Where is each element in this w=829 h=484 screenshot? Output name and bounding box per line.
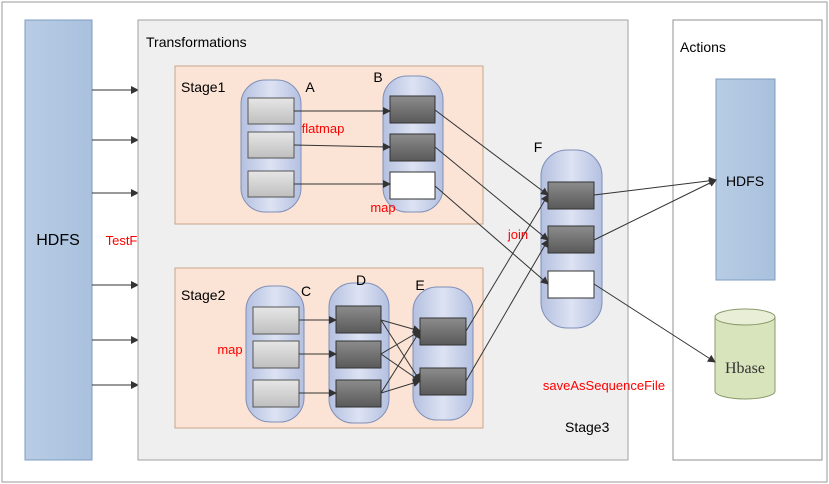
rdd-f-partition-3 — [547, 270, 595, 299]
rdd-b-partition-1 — [389, 95, 436, 124]
rdd-a-label: A — [305, 79, 315, 95]
rdd-b-partition-2 — [389, 133, 436, 162]
rdd-a-partition-1 — [247, 97, 295, 125]
transformations-title: Transformations — [146, 34, 247, 50]
stage2-label: Stage2 — [181, 287, 226, 303]
stage1-label: Stage1 — [181, 79, 226, 95]
a-to-b-arrows — [293, 107, 391, 188]
stage3-label: Stage3 — [565, 419, 610, 435]
rdd-c-partition-1 — [252, 306, 300, 335]
rdd-b-partition-3 — [389, 171, 436, 200]
source-hdfs-label: HDFS — [36, 232, 80, 249]
rdd-d-partition-3 — [335, 379, 382, 408]
b-to-f-arrows — [434, 109, 549, 285]
flatmap-label: flatmap — [302, 121, 345, 136]
hbase-label: Hbase — [725, 360, 765, 377]
hbase-cylinder — [714, 308, 776, 400]
map-label-stage1: map — [370, 200, 395, 215]
rdd-f-label: F — [534, 139, 543, 155]
actions-hdfs-box — [715, 78, 776, 281]
e-to-f-arrows — [465, 194, 549, 382]
rdd-a-partition-2 — [247, 131, 295, 159]
c-to-d-arrows — [299, 316, 337, 397]
save-as-sequence-file-label: saveAsSequenceFile — [543, 378, 665, 393]
rdd-f-partition-2 — [547, 225, 595, 254]
rdd-e-label: E — [415, 277, 424, 293]
join-label: join — [507, 227, 528, 242]
rdd-a-partition-3 — [247, 170, 295, 198]
rdd-b-label: B — [373, 69, 382, 85]
rdd-c-label: C — [301, 283, 311, 299]
rdd-d-partition-1 — [335, 305, 382, 334]
map-label-stage2: map — [217, 342, 242, 357]
rdd-c-partition-3 — [252, 379, 300, 408]
rdd-d-label: D — [356, 272, 366, 288]
rdd-e — [412, 286, 474, 421]
rdd-f-partition-1 — [547, 181, 595, 210]
d-to-e-arrows — [380, 319, 421, 394]
source-hdfs-box — [24, 19, 93, 461]
rdd-e-partition-1 — [419, 317, 467, 346]
rdd-e-partition-2 — [419, 367, 467, 396]
input-arrows — [92, 86, 139, 389]
rdd-c-partition-2 — [252, 340, 300, 369]
rdd-d-partition-2 — [335, 340, 382, 369]
f-to-actions-arrows — [593, 176, 717, 363]
actions-hdfs-label: HDFS — [726, 173, 764, 189]
actions-title: Actions — [680, 39, 726, 55]
